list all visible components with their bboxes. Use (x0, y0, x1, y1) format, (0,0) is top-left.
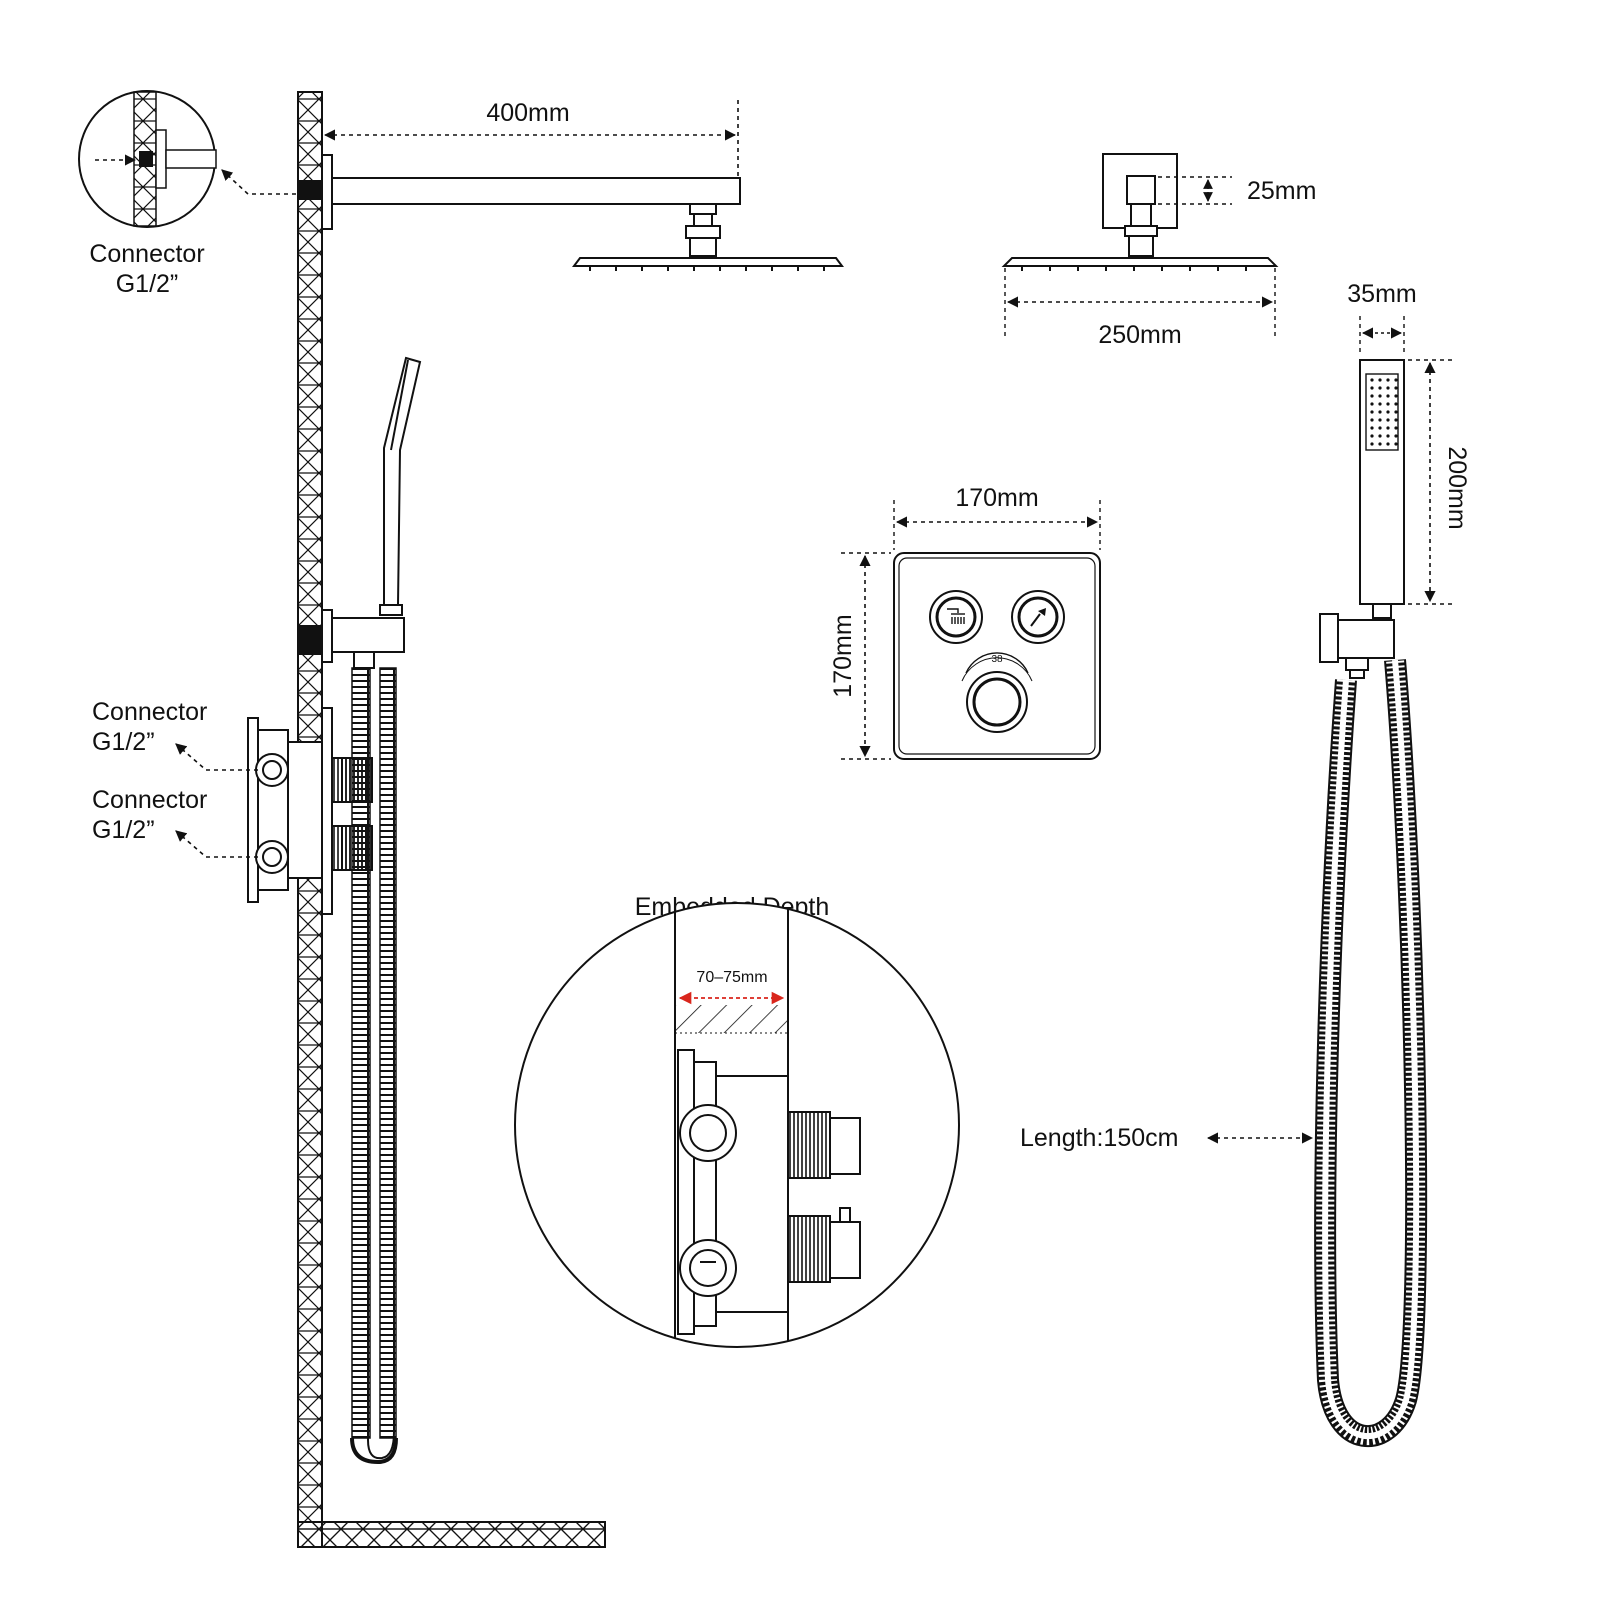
shower-arm-assembly (298, 154, 844, 271)
connector-mid-line1: Connector (92, 698, 207, 726)
showerhead-front-view (1001, 153, 1279, 271)
embedded-depth-detail: Embedded Depth (514, 893, 960, 1348)
panel-width-label: 170mm (955, 484, 1038, 512)
connector-mid-line2: G1/2” (92, 728, 155, 756)
connector-top-line1: Connector (89, 240, 204, 268)
hose-length-label: Length:150cm (1020, 1124, 1178, 1152)
panel-height-label: 170mm (829, 614, 857, 697)
showerhead-width-label: 250mm (1098, 321, 1181, 349)
temperature-knob: 38 (961, 652, 1033, 733)
hand-shower-button (1011, 590, 1065, 644)
embedded-depth-value: 70–75mm (696, 969, 767, 986)
handheld-width-label: 35mm (1347, 280, 1416, 308)
panel-dimensions: 170mm 170mm (829, 484, 1101, 760)
handheld-shower-detail (1319, 359, 1405, 679)
connector-labels-left: Connector G1/2” Connector G1/2” (92, 698, 258, 858)
connector-detail-top: Connector G1/2” (78, 90, 296, 298)
embedded-valve-body (677, 1049, 861, 1335)
hose-length-dimension: Length:150cm (1020, 1124, 1314, 1152)
hand-shower-icon (1030, 608, 1046, 627)
arm-length-dimension: 400mm (323, 99, 739, 176)
showerhead-dimensions: 25mm 250mm (1004, 176, 1316, 349)
connector-top-line2: G1/2” (116, 270, 179, 298)
temperature-readout: 38 (991, 654, 1003, 665)
valve-body-side (247, 707, 373, 915)
neck-height-label: 25mm (1247, 177, 1316, 205)
wall (297, 91, 606, 1548)
overhead-shower-icon (947, 608, 965, 624)
connector-low-line1: Connector (92, 786, 207, 814)
handheld-length-label: 200mm (1443, 446, 1471, 529)
overhead-shower-button (929, 590, 983, 644)
handheld-dimensions: 35mm 200mm (1347, 280, 1471, 605)
control-panel: 38 (893, 552, 1101, 760)
arm-length-label: 400mm (486, 99, 569, 127)
connector-low-line2: G1/2” (92, 816, 155, 844)
hose-coil (1314, 659, 1428, 1447)
